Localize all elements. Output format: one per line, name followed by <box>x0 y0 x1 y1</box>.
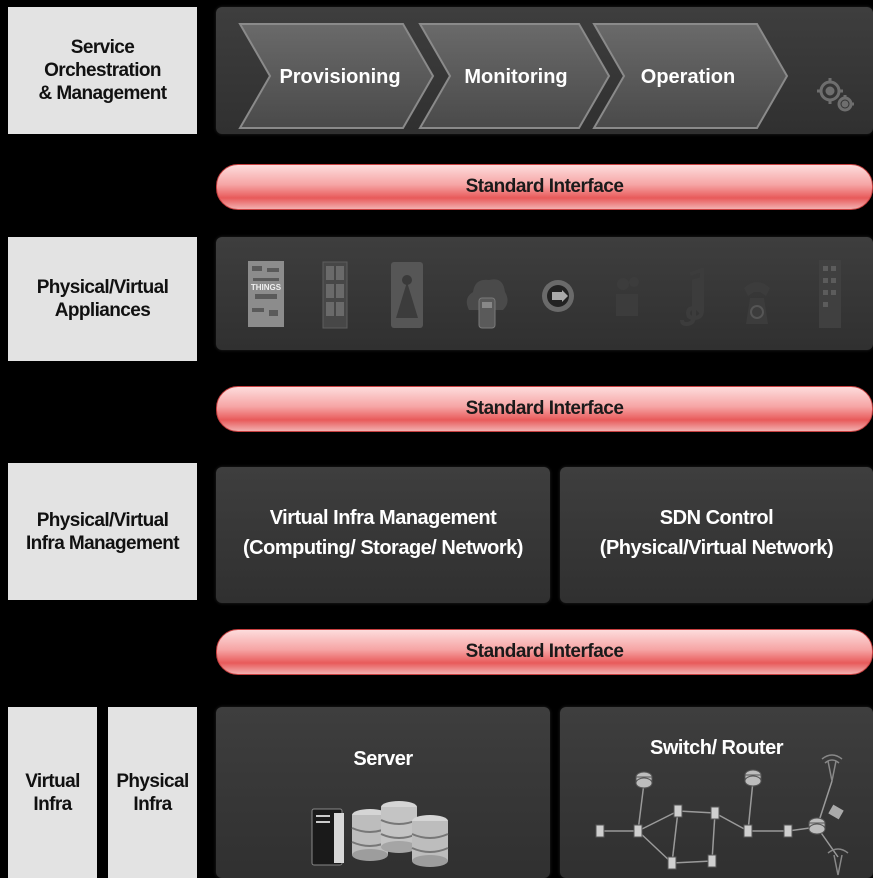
sdn-control-title: SDN Control <box>659 507 774 529</box>
appliances-label: Physical/Virtual Appliances <box>8 237 197 361</box>
sdn-control-panel[interactable]: SDN Control (Physical/Virtual Network) <box>560 467 873 603</box>
database-icon <box>351 801 449 867</box>
person-photo-icon <box>391 262 423 328</box>
server-rack-icon <box>322 261 348 329</box>
orchestration-label-line1: Service <box>70 37 135 58</box>
physical-infra-label-line2: Infra <box>133 793 172 815</box>
physical-infra-label-line1: Physical <box>116 770 189 792</box>
step-monitoring[interactable]: Monitoring <box>418 23 611 129</box>
virtual-infra-management-subtitle: (Computing/ Storage/ Network) <box>243 537 523 559</box>
physical-infra-label: Physical Infra <box>108 707 197 878</box>
infra-management-label-line1: Physical/Virtual <box>36 509 169 531</box>
step-provisioning[interactable]: Provisioning <box>238 23 435 129</box>
svg-text:THINGS: THINGS <box>251 283 282 292</box>
iot-things-icon: THINGS <box>248 261 284 327</box>
orchestration-label: Service Orchestration & Management <box>8 7 197 134</box>
appliances-label-line2: Appliances <box>54 300 151 321</box>
switch-router-panel[interactable]: Switch/ Router <box>560 707 873 878</box>
sdn-control-subtitle: (Physical/Virtual Network) <box>599 537 834 559</box>
media-player-icon <box>542 280 574 312</box>
infra-management-label-line2: Infra Management <box>26 532 180 554</box>
step-provisioning-label: Provisioning <box>279 66 400 88</box>
standard-interface-bar-3: Standard Interface <box>216 629 873 675</box>
infra-management-label: Physical/Virtual Infra Management <box>8 463 197 600</box>
cloud-phone-icon <box>466 279 508 329</box>
step-operation[interactable]: Operation <box>592 23 789 129</box>
virtual-infra-label-line1: Virtual <box>25 770 80 792</box>
appliances-label-line1: Physical/Virtual <box>36 277 169 298</box>
virtual-infra-management-title: Virtual Infra Management <box>269 507 497 529</box>
network-topology-icon <box>595 754 849 876</box>
virtual-infra-label-line2: Infra <box>33 793 72 815</box>
music-note-icon <box>680 267 704 327</box>
video-camera-icon <box>616 277 639 316</box>
step-operation-label: Operation <box>641 66 735 88</box>
orchestration-label-line2: Orchestration <box>44 60 161 81</box>
step-monitoring-label: Monitoring <box>464 66 567 88</box>
standard-interface-bar-2: Standard Interface <box>216 386 873 432</box>
orchestration-label-line3: & Management <box>38 83 168 104</box>
server-storage-icon <box>311 801 449 867</box>
telephone-icon <box>744 282 770 324</box>
virtual-infra-label: Virtual Infra <box>8 707 97 878</box>
standard-interface-bar-1: Standard Interface <box>216 164 873 210</box>
server-panel[interactable]: Server <box>216 707 550 878</box>
orchestration-panel: Provisioning Monitoring Operation <box>216 7 873 134</box>
building-icon <box>819 260 841 328</box>
switch-router-title: Switch/ Router <box>649 737 784 759</box>
gears-icon <box>817 78 854 112</box>
server-title: Server <box>353 748 413 770</box>
virtual-infra-management-panel[interactable]: Virtual Infra Management (Computing/ Sto… <box>216 467 550 603</box>
